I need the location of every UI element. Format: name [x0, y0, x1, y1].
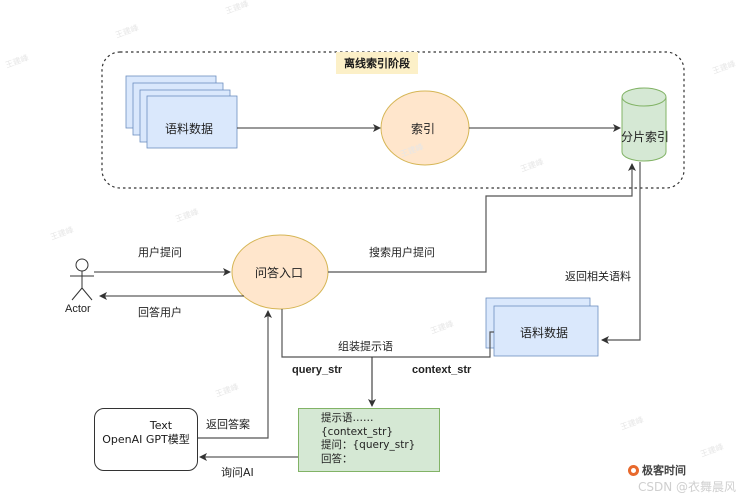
prompt-line: 回答：	[321, 452, 353, 465]
corpus-documents-top[interactable]	[125, 75, 238, 149]
actor-figure[interactable]	[70, 258, 94, 301]
corpus-documents-bottom[interactable]	[485, 297, 599, 357]
edge-return-corpus	[601, 162, 641, 344]
brand-logo-icon	[628, 464, 639, 476]
edge-assemble-prompt-left	[281, 309, 372, 358]
edge-label-return-corpus: 返回相关语料	[565, 270, 631, 283]
edge-label-query-str: query_str	[292, 364, 343, 376]
llm-node[interactable]: Text OpenAI GPT模型	[94, 408, 198, 471]
prompt-template-node[interactable]: 提示语…… {context_str} 提问：{query_str} 回答：	[298, 408, 440, 472]
edge-search-question	[328, 163, 636, 273]
prompt-line: 提示语……	[321, 412, 374, 424]
corpus-top-label: 语料数据	[165, 122, 214, 136]
offline-phase-title: 离线索引阶段	[336, 52, 418, 74]
llm-line-2: OpenAI GPT模型	[102, 433, 190, 446]
edge-label-assemble-prompt: 组装提示语	[338, 340, 393, 353]
edge-label-context-str: context_str	[412, 364, 472, 376]
edge-label-search-question: 搜索用户提问	[369, 246, 435, 259]
csdn-credit: CSDN @衣舞晨风	[638, 480, 737, 494]
edge-label-answer-user: 回答用户	[138, 306, 182, 319]
prompt-line: {context_str}	[321, 425, 394, 438]
edge-label-user-question: 用户提问	[138, 246, 182, 259]
edge-label-return-answer: 返回答案	[206, 418, 250, 431]
prompt-line: 提问：{query_str}	[321, 439, 416, 451]
brand-name: 极客时间	[642, 464, 686, 477]
edge-return-answer	[198, 310, 272, 439]
llm-line-1: Text	[149, 419, 173, 432]
shard-index-cylinder[interactable]	[621, 87, 667, 162]
actor-label: Actor	[65, 303, 91, 315]
index-node-label: 索引	[411, 122, 436, 136]
edge-label-ask-ai: 询问AI	[221, 466, 254, 479]
offline-phase-container	[101, 51, 685, 189]
qa-entry-label: 问答入口	[255, 266, 304, 280]
shard-index-label: 分片索引	[621, 130, 670, 144]
edge-assemble-prompt-right	[372, 331, 494, 358]
corpus-bottom-label: 语料数据	[520, 326, 569, 340]
brand-logo: 极客时间	[628, 462, 686, 478]
